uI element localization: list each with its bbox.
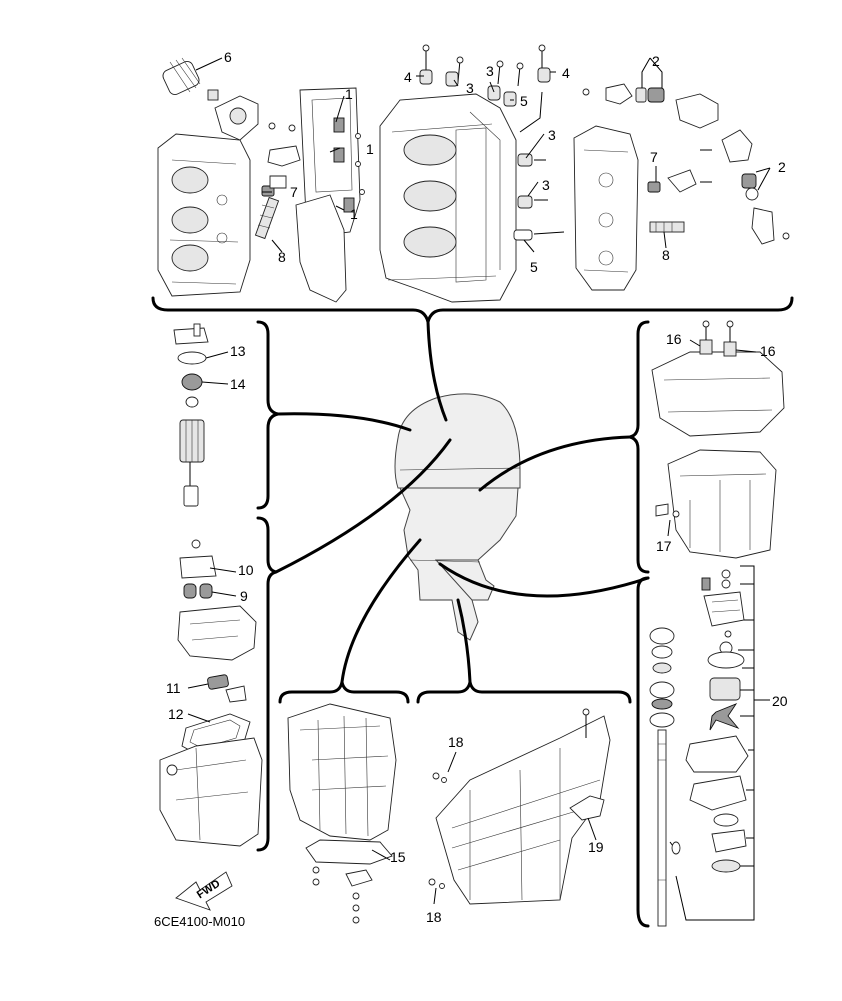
callout-5b: 5 bbox=[530, 259, 538, 275]
callout-8a: 8 bbox=[278, 249, 286, 265]
bracket-bottom-lower-unit bbox=[416, 681, 632, 704]
callout-19: 19 bbox=[588, 839, 604, 855]
callout-3a: 3 bbox=[466, 80, 474, 96]
spark-plug-left bbox=[254, 196, 280, 240]
top-bolts bbox=[422, 44, 546, 87]
callout-15: 15 bbox=[390, 849, 406, 865]
bracket-bottom-clamp bbox=[278, 681, 410, 704]
callout-16a: 16 bbox=[666, 331, 682, 347]
callout-leaders bbox=[187, 57, 771, 905]
callout-3c: 3 bbox=[548, 127, 556, 143]
callout-2a: 2 bbox=[652, 53, 660, 69]
callout-9: 9 bbox=[240, 588, 248, 604]
callout-10: 10 bbox=[238, 562, 254, 578]
callout-12: 12 bbox=[168, 706, 184, 722]
water-pump-parts bbox=[649, 565, 770, 927]
powerhead-parts bbox=[157, 44, 790, 303]
fuel-pump-parts bbox=[159, 539, 263, 847]
callout-7b: 7 bbox=[650, 149, 658, 165]
callout-3b: 3 bbox=[486, 63, 494, 79]
bracket-top-powerhead bbox=[151, 296, 794, 323]
callout-6: 6 bbox=[224, 49, 232, 65]
clamp-bracket-parts bbox=[287, 703, 397, 924]
callout-18a: 18 bbox=[448, 734, 464, 750]
callout-8b: 8 bbox=[662, 247, 670, 263]
bracket-left-fuel-pump bbox=[256, 516, 277, 852]
callout-14: 14 bbox=[230, 376, 246, 392]
callout-18b: 18 bbox=[426, 909, 442, 925]
cylinder-head-right bbox=[573, 125, 639, 291]
diagram-code: 6CE4100-M010 bbox=[154, 914, 245, 929]
callout-11: 11 bbox=[166, 680, 181, 696]
callout-1a: 1 bbox=[345, 86, 353, 102]
callout-2b: 2 bbox=[778, 159, 786, 175]
callout-16b: 16 bbox=[760, 343, 776, 359]
callout-3d: 3 bbox=[542, 177, 550, 193]
cylinder-block bbox=[379, 93, 517, 303]
fuel-filter-parts bbox=[173, 323, 209, 507]
spark-plug-right bbox=[649, 221, 685, 233]
fwd-arrow bbox=[175, 871, 233, 911]
oil-filter bbox=[162, 57, 219, 101]
bracket-right-water-pump bbox=[636, 576, 650, 928]
callout-7a: 7 bbox=[290, 184, 298, 200]
callout-4a: 4 bbox=[404, 69, 412, 85]
bracket-left-fuel-filter bbox=[256, 320, 279, 510]
callout-20: 20 bbox=[772, 693, 788, 709]
callout-labels: 6 1 1 1 7 8 4 3 3 5 4 3 3 5 2 2 7 8 13 1… bbox=[166, 49, 788, 925]
cylinder-head-left bbox=[157, 133, 251, 297]
callout-1c: 1 bbox=[350, 206, 358, 222]
callout-13: 13 bbox=[230, 343, 246, 359]
connector-lines bbox=[274, 320, 650, 684]
callout-5a: 5 bbox=[520, 93, 528, 109]
bracket-right-upper-case bbox=[629, 320, 650, 574]
lower-unit-parts bbox=[428, 708, 611, 905]
upper-case-parts bbox=[651, 320, 785, 559]
callout-1b: 1 bbox=[366, 141, 374, 157]
callout-17: 17 bbox=[656, 538, 672, 554]
thermostat-assembly bbox=[582, 83, 790, 245]
callout-4b: 4 bbox=[562, 65, 570, 81]
